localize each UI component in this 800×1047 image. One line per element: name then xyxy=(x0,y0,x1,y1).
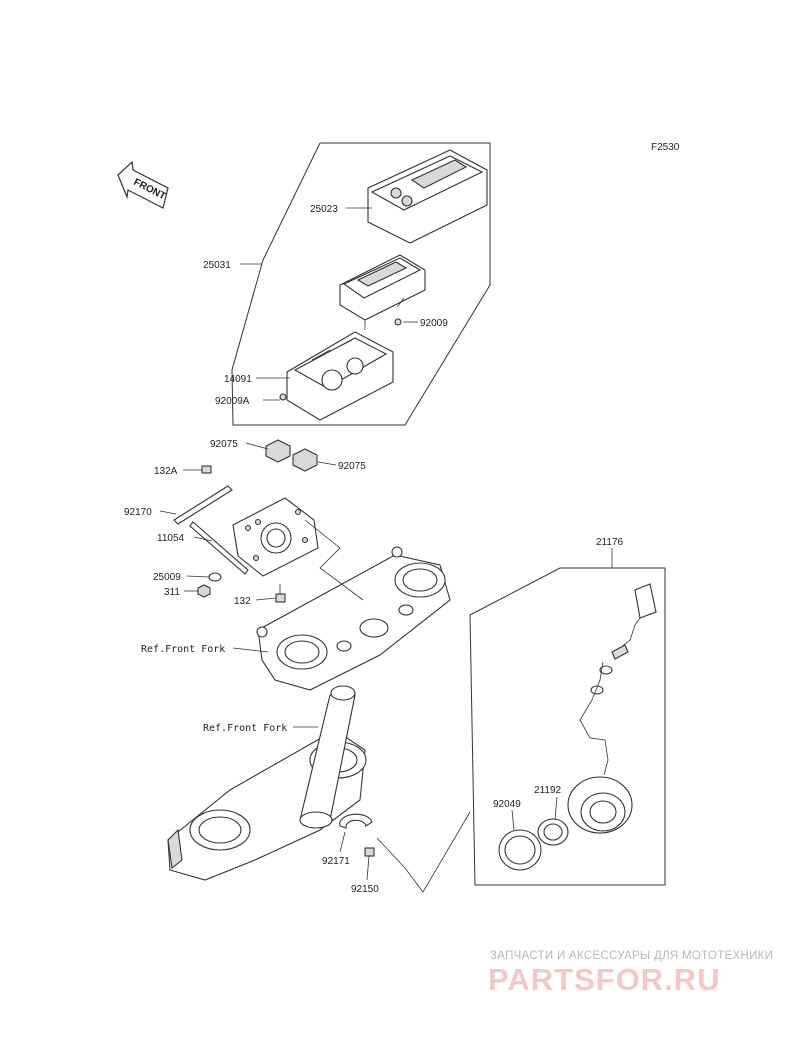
upper-triple-clamp xyxy=(256,546,451,691)
sensor-ring xyxy=(537,818,569,846)
label-25023: 25023 xyxy=(310,204,338,215)
bracket-leader xyxy=(304,519,364,601)
label-21176: 21176 xyxy=(596,537,624,548)
label-92075-left: 92075 xyxy=(210,439,238,450)
sensor-body xyxy=(567,776,633,834)
bolt-132-icon xyxy=(275,584,286,603)
meter-unit xyxy=(339,254,426,330)
lower-triple-clamp xyxy=(167,685,367,881)
label-leaders xyxy=(159,207,613,881)
meter-case xyxy=(286,331,394,421)
strap xyxy=(189,521,249,575)
front-arrow-icon: FRONT xyxy=(117,160,169,209)
watermark-subtitle: ЗАПЧАСТИ И АКСЕССУАРЫ ДЛЯ МОТОТЕХНИКИ xyxy=(490,950,774,962)
screw-92009a-icon xyxy=(279,393,287,401)
band xyxy=(173,485,233,525)
label-92170: 92170 xyxy=(124,507,152,518)
label-25009: 25009 xyxy=(153,572,181,583)
label-92150: 92150 xyxy=(351,884,379,895)
nut-icon xyxy=(197,584,211,598)
meter-assembly-frame xyxy=(231,142,491,426)
label-92171: 92171 xyxy=(322,856,350,867)
screw-92009-icon xyxy=(394,318,402,326)
diagram-code: F2530 xyxy=(651,142,680,153)
label-25031: 25031 xyxy=(203,260,231,271)
damper-left xyxy=(265,439,291,463)
bracket xyxy=(232,497,319,577)
meter-cover xyxy=(367,149,488,244)
ref-front-fork-lower: Ref.Front Fork xyxy=(203,723,287,734)
sensor-connector xyxy=(579,583,657,776)
label-11054: 11054 xyxy=(157,533,185,544)
damper-right xyxy=(292,448,318,472)
washer-icon xyxy=(208,572,222,582)
label-92009: 92009 xyxy=(420,318,448,329)
ref-front-fork-upper: Ref.Front Fork xyxy=(141,644,225,655)
oil-seal xyxy=(498,829,542,871)
sensor-leader xyxy=(376,811,471,893)
watermark-logo: PARTSFOR.RU xyxy=(488,962,721,997)
label-92075-right: 92075 xyxy=(338,461,366,472)
label-21192: 21192 xyxy=(534,785,562,796)
label-92049: 92049 xyxy=(493,799,521,810)
label-14091: 14091 xyxy=(224,374,252,385)
label-92009a: 92009A xyxy=(215,396,250,407)
bolt-132a-icon xyxy=(201,465,212,474)
label-132a: 132A xyxy=(154,466,178,477)
bolt-92150-icon xyxy=(364,847,375,857)
label-311: 311 xyxy=(164,587,180,598)
cable-clamp xyxy=(339,813,373,829)
label-132: 132 xyxy=(234,596,251,607)
sensor-assembly-frame xyxy=(469,567,666,886)
